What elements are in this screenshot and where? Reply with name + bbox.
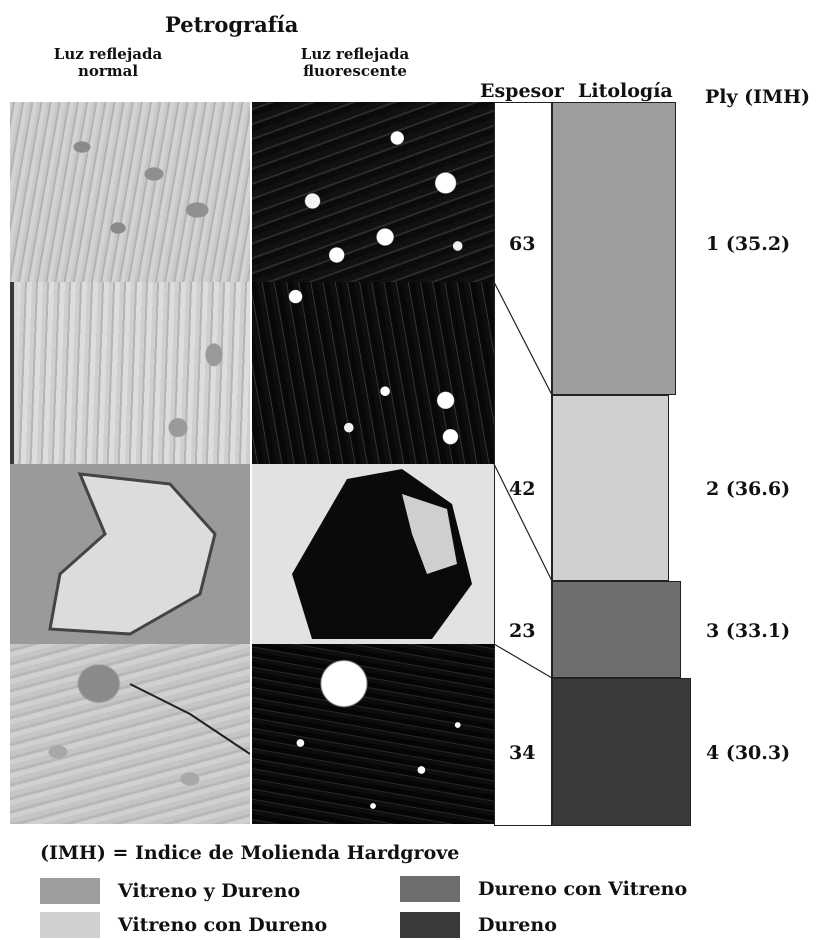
ply-label-4: 4 (30.3) (706, 742, 791, 764)
legend-swatch-vitreno-y-dureno (40, 878, 100, 904)
photo-normal-ply1 (10, 102, 250, 282)
thickness-ply4: 34 (509, 742, 536, 764)
thickness-ply1: 63 (509, 233, 536, 255)
header-fluorescent-line2: fluorescente (303, 62, 407, 80)
photo-normal-ply3 (10, 644, 250, 824)
lithology-block-ply2 (552, 395, 669, 581)
legend-label-dureno-con-vitreno: Dureno con Vitreno (478, 878, 688, 900)
photo-fluorescent-ply1b (252, 282, 494, 464)
header-fluorescent-light: Luz reflejada fluorescente (285, 46, 425, 80)
legend-label-vitreno-y-dureno: Vitreno y Dureno (118, 880, 301, 902)
photo-normal-ply1b (10, 282, 250, 464)
dark-fragment-shape (292, 469, 472, 639)
legend-label-dureno: Dureno (478, 914, 557, 936)
legend-label-vitreno-con-dureno: Vitreno con Dureno (118, 914, 328, 936)
ply-label-2: 2 (36.6) (706, 478, 791, 500)
thickness-column (494, 102, 552, 826)
header-normal-light: Luz reflejada normal (38, 46, 178, 80)
header-fluorescent-line1: Luz reflejada (300, 45, 410, 63)
header-lithology: Litología (578, 80, 673, 102)
crack-line-shape (129, 683, 250, 755)
photo-normal-ply2 (10, 464, 250, 644)
legend-swatch-dureno (400, 912, 460, 938)
header-normal-line1: Luz reflejada (53, 45, 163, 63)
legend-swatch-vitreno-con-dureno (40, 912, 100, 938)
header-normal-line2: normal (77, 62, 139, 80)
vitrinite-fragment-shape (48, 472, 217, 636)
photo-fluorescent-ply1 (252, 102, 494, 282)
thickness-ply2: 42 (509, 478, 536, 500)
legend-title: (IMH) = Indice de Molienda Hardgrove (40, 842, 460, 864)
thickness-ply3: 23 (509, 620, 536, 642)
figure-title: Petrografía (165, 12, 299, 37)
photo-fluorescent-ply2 (252, 464, 494, 644)
lithology-block-ply1 (552, 102, 676, 395)
header-thickness: Espesor (480, 80, 564, 102)
lithology-block-ply4 (552, 678, 691, 826)
header-ply: Ply (IMH) (705, 86, 811, 108)
photo-fluorescent-ply3 (252, 644, 494, 824)
ply-label-1: 1 (35.2) (706, 233, 791, 255)
lithology-block-ply3 (552, 581, 681, 678)
ply-label-3: 3 (33.1) (706, 620, 791, 642)
legend-swatch-dureno-con-vitreno (400, 876, 460, 902)
